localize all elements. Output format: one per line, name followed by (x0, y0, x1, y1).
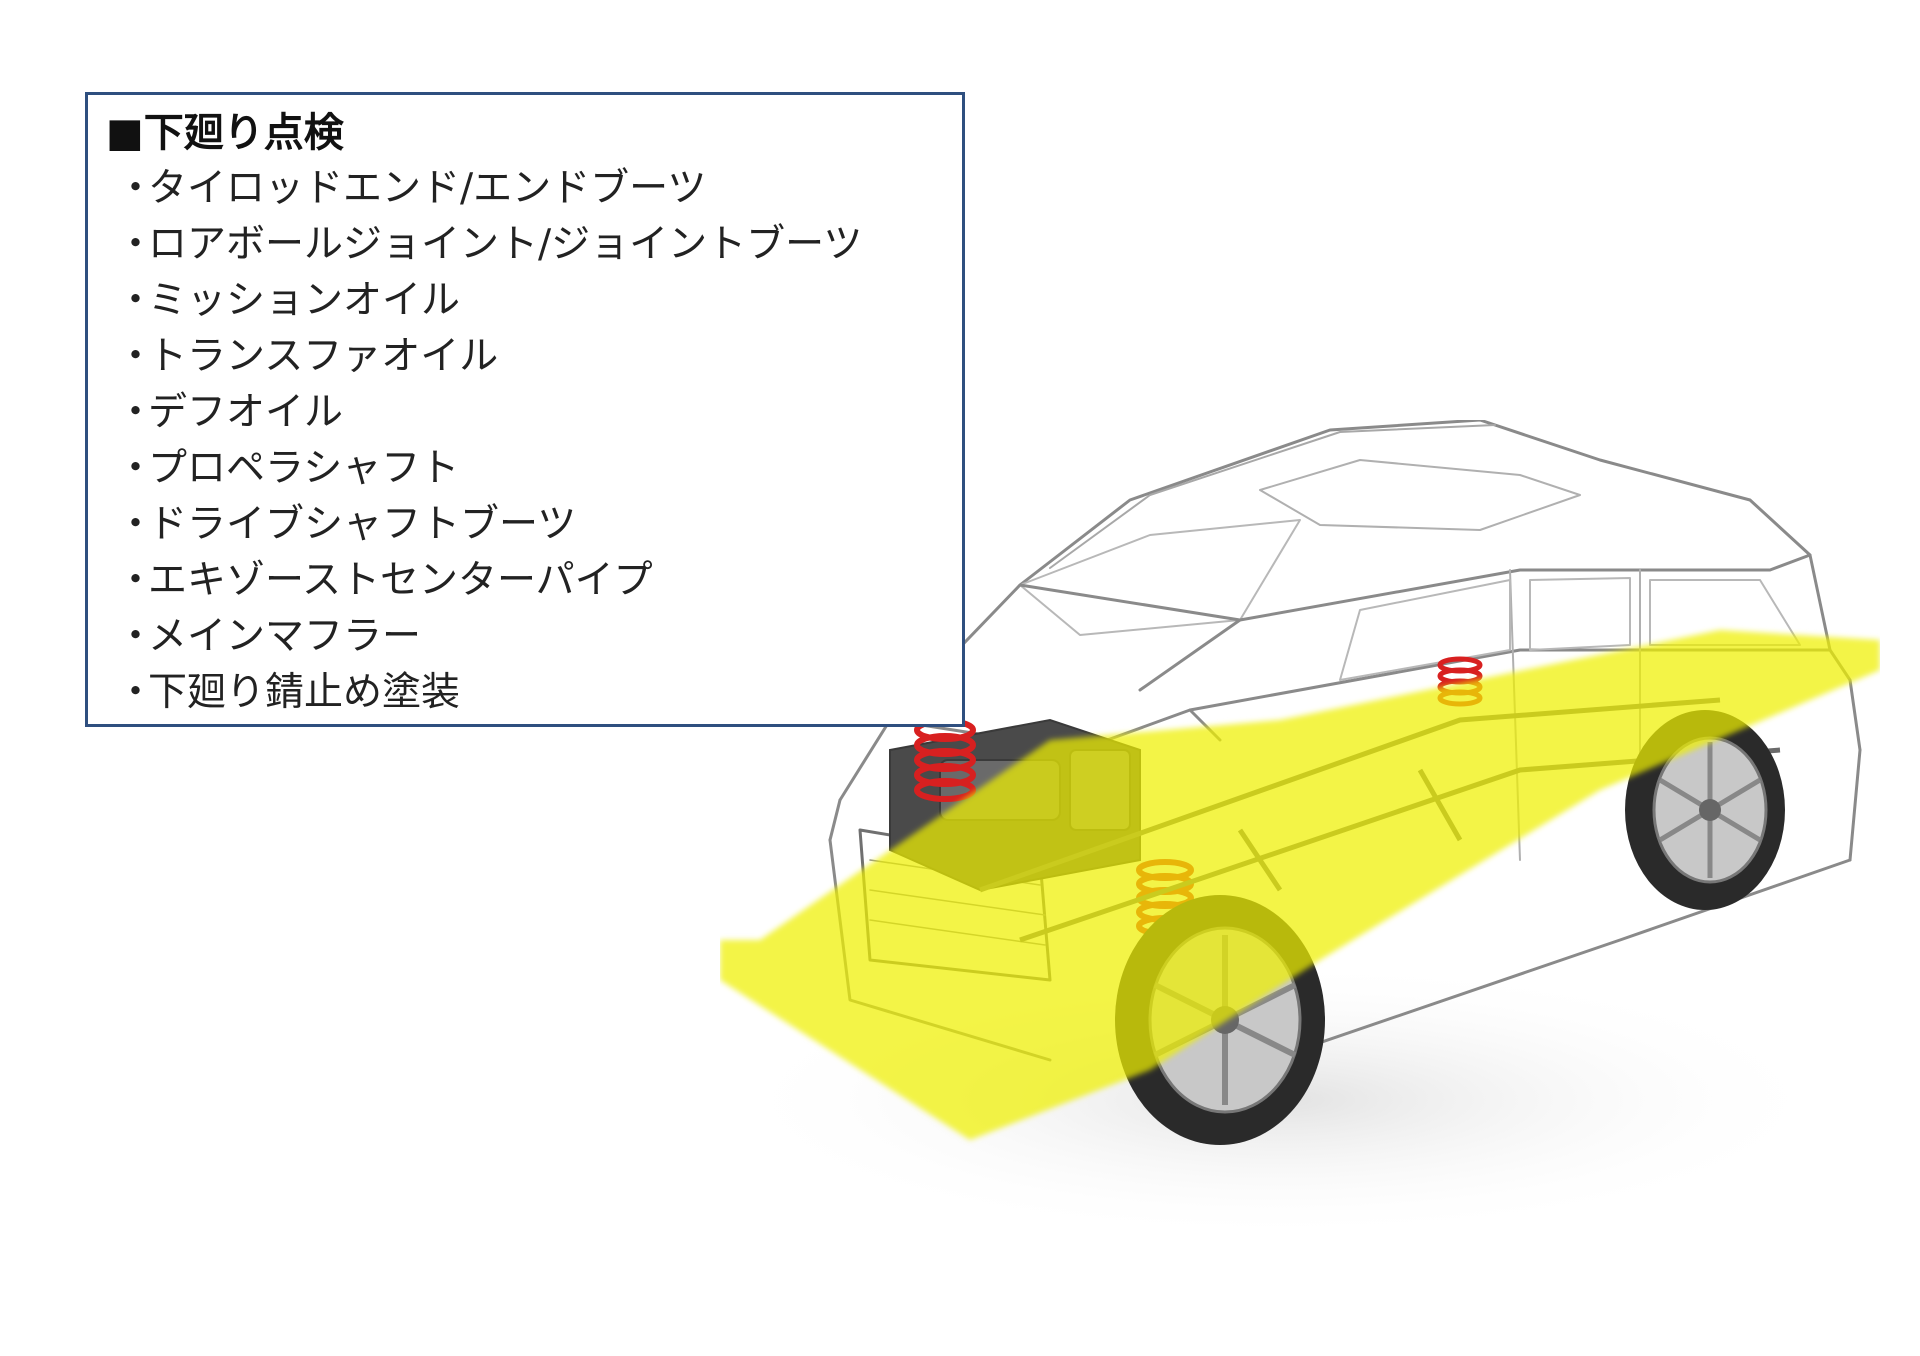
bullet-mark: ・ (116, 278, 156, 323)
list-item: ・タイロッドエンド/エンドブーツ (106, 161, 944, 217)
list-item: ・ドライブシャフトブーツ (106, 497, 944, 553)
windshield-outline (1019, 519, 1301, 636)
bullet-mark: ・ (116, 558, 156, 603)
underbody-highlight (720, 630, 1880, 1140)
bullet-mark: ・ (116, 502, 156, 547)
list-item: ・メインマフラー (106, 609, 944, 665)
list-item: ・デフオイル (106, 385, 944, 441)
bullet-mark: ・ (116, 670, 156, 715)
front-left-spring (914, 718, 976, 802)
car-xray-illustration (720, 420, 1880, 1240)
bullet-mark: ・ (116, 166, 156, 211)
inspection-list-panel: ■下廻り点検 ・タイロッドエンド/エンドブーツ ・ロアボールジョイント/ジョイン… (85, 92, 965, 727)
bullet-mark: ・ (116, 334, 156, 379)
bullet-mark: ・ (116, 222, 156, 267)
bullet-mark: ・ (116, 614, 156, 659)
list-item: ・トランスファオイル (106, 329, 944, 385)
bullet-mark: ・ (116, 390, 156, 435)
list-item: ・ミッションオイル (106, 273, 944, 329)
list-item: ・下廻り錆止め塗装 (106, 665, 944, 721)
list-item: ・ロアボールジョイント/ジョイントブーツ (106, 217, 944, 273)
list-item: ・プロペラシャフト (106, 441, 944, 497)
bullet-mark: ・ (116, 446, 156, 491)
sunroof-outline (1259, 459, 1581, 531)
inspection-items: ・タイロッドエンド/エンドブーツ ・ロアボールジョイント/ジョイントブーツ ・ミ… (106, 161, 944, 721)
panel-title: ■下廻り点検 (106, 110, 344, 156)
list-item: ・エキゾーストセンターパイプ (106, 553, 944, 609)
